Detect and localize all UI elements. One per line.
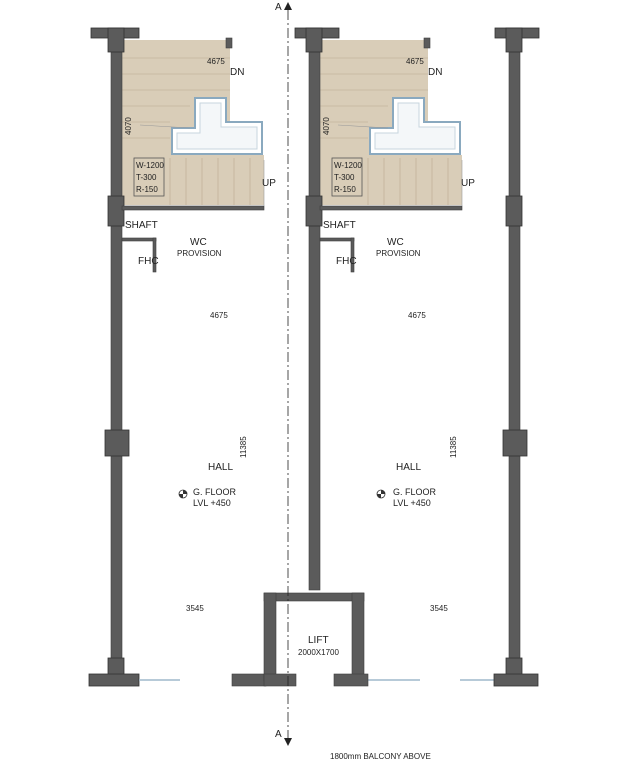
level-marker-icon — [376, 489, 386, 499]
stair-spec-box — [331, 157, 363, 197]
wc-label: WC — [190, 237, 207, 248]
stair-spec-tread: T-300 — [334, 173, 355, 182]
column-hall — [104, 429, 130, 457]
stair-dimension: 4675 — [207, 57, 225, 66]
front-dimension: 3545 — [186, 604, 204, 613]
hall-label: HALL — [396, 462, 421, 473]
unit-1: 4675 DN 4070 W-1200 T-300 R-150 UP SHAFT… — [88, 27, 296, 687]
column-top — [107, 27, 125, 53]
column-hall — [502, 429, 528, 457]
right-boundary — [493, 27, 540, 687]
lift-core: LIFT 2000X1700 — [263, 592, 369, 687]
column-mid — [107, 195, 125, 227]
stair-partition — [319, 205, 463, 211]
section-marker-bottom: A — [275, 729, 282, 740]
width-dimension: 4675 — [210, 311, 228, 320]
wc-provision-label: PROVISION — [376, 249, 421, 258]
lift-size-label: 2000X1700 — [298, 648, 339, 657]
landing-area — [122, 155, 264, 205]
column-top — [505, 27, 523, 53]
stair-spec-riser: R-150 — [136, 185, 158, 194]
level-marker-icon — [178, 489, 188, 499]
down-label: DN — [428, 67, 442, 78]
column-mid — [305, 195, 323, 227]
section-arrow-bottom-icon — [284, 738, 292, 746]
stair-spec-riser: R-150 — [334, 185, 356, 194]
boundary-wall — [508, 39, 521, 661]
stair-spec-width: W-1200 — [334, 161, 362, 170]
stair-arrow — [337, 124, 389, 129]
section-marker-top: A — [275, 2, 282, 13]
section-line: A A — [275, 2, 292, 746]
down-label: DN — [230, 67, 244, 78]
party-wall — [110, 39, 123, 661]
hall-label: HALL — [208, 462, 233, 473]
stair-treads — [122, 57, 251, 205]
fhc-wall — [319, 237, 355, 242]
shaft-label: SHAFT — [125, 220, 158, 231]
length-dimension: 11385 — [449, 436, 458, 458]
front-dimension: 3545 — [430, 604, 448, 613]
section-arrow-top-icon — [284, 2, 292, 10]
column-base — [88, 673, 140, 687]
landing-area — [320, 155, 462, 205]
stair-spec-box — [133, 157, 165, 197]
front-pier — [231, 673, 267, 687]
stair-side-dimension: 4070 — [322, 117, 331, 135]
length-dimension: 11385 — [239, 436, 248, 458]
stair-spec-width: W-1200 — [136, 161, 164, 170]
unit-2: 4675 DN 4070 W-1200 T-300 R-150 UP SHAFT… — [294, 27, 494, 681]
wc-label: WC — [387, 237, 404, 248]
fhc-wall — [121, 237, 157, 242]
lift-wall-left — [263, 592, 277, 682]
lift-label: LIFT — [308, 635, 329, 646]
stair-treads — [320, 57, 449, 205]
width-dimension: 4675 — [408, 311, 426, 320]
up-label: UP — [262, 178, 276, 189]
column-top — [305, 27, 323, 53]
fhc-label: FHC — [336, 256, 357, 267]
stair-arrow — [139, 124, 191, 129]
stair-spec-tread: T-300 — [136, 173, 157, 182]
lift-wall-top — [263, 592, 365, 602]
shaft-label: SHAFT — [323, 220, 356, 231]
fhc-label: FHC — [138, 256, 159, 267]
stair-side-dimension: 4070 — [124, 117, 133, 135]
lift-wall-right — [351, 592, 365, 682]
column-mid — [505, 195, 523, 227]
party-wall — [308, 39, 321, 591]
floor-level-label: G. FLOOR — [393, 487, 437, 497]
wc-provision-label: PROVISION — [177, 249, 222, 258]
stair-partition — [121, 205, 265, 211]
stair-dimension: 4675 — [406, 57, 424, 66]
column-base — [493, 673, 539, 687]
level-value-label: LVL +450 — [193, 498, 231, 508]
level-value-label: LVL +450 — [393, 498, 431, 508]
up-label: UP — [461, 178, 475, 189]
balcony-note: 1800mm BALCONY ABOVE — [330, 752, 431, 761]
floor-level-label: G. FLOOR — [193, 487, 237, 497]
